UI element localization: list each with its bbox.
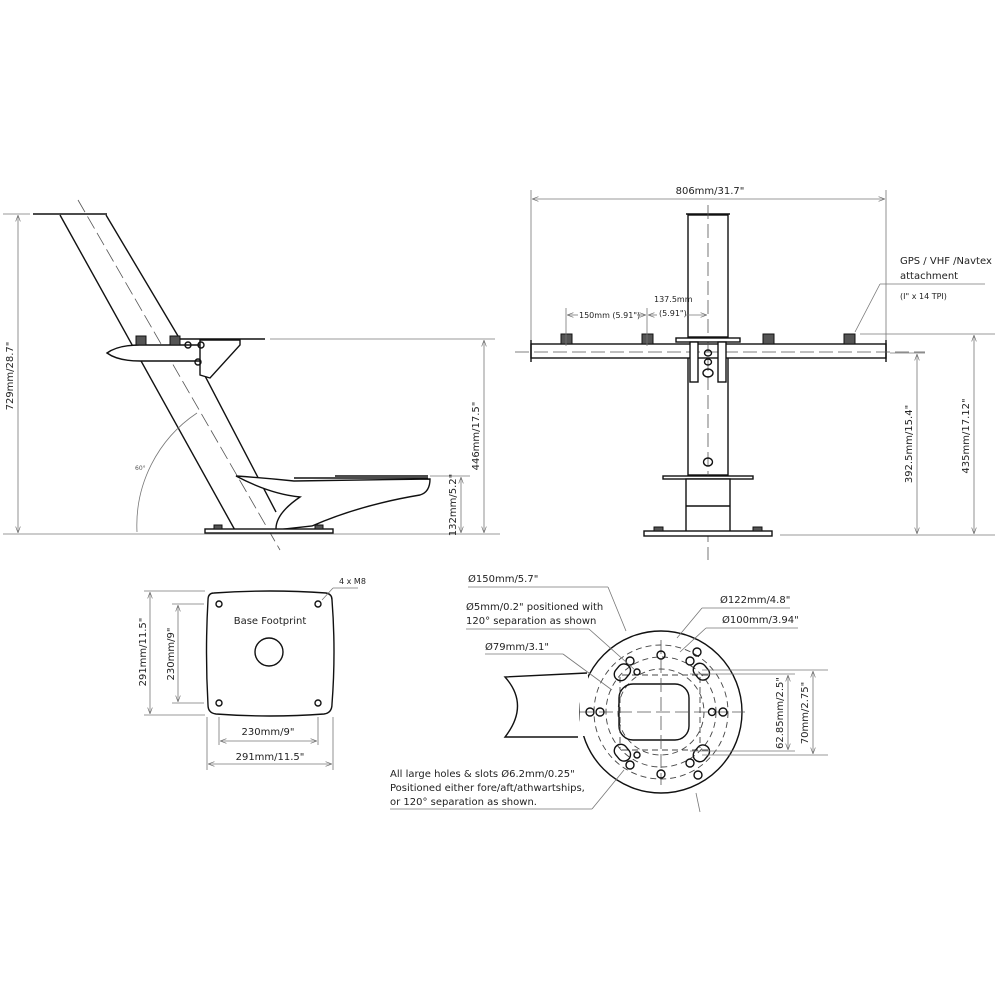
mount-plate: Ø150mm/5.7" Ø5mm/0.2" positioned with 12…	[390, 573, 828, 813]
side-height-total-label: 729mm/28.7"	[5, 342, 16, 411]
front-view: 806mm/31.7" 150mm (5.91"	[515, 186, 995, 560]
base-inner-height-label: 230mm/9"	[166, 628, 177, 681]
hole-5-line1: Ø5mm/0.2" positioned with	[466, 601, 603, 613]
slot-spacing-1-label: 62.85mm/2.5"	[775, 677, 786, 749]
front-width-label: 806mm/31.7"	[676, 186, 745, 197]
hole-5-line2: 120° separation as shown	[466, 616, 596, 627]
attachment-title-line2: attachment	[900, 271, 958, 282]
front-spacing-inner-mm-label: 137.5mm	[654, 295, 693, 304]
dia-122-label: Ø122mm/4.8"	[720, 594, 790, 606]
angle-label: 60°	[135, 465, 146, 472]
dia-79-label: Ø79mm/3.1"	[485, 641, 549, 653]
dia-150-label: Ø150mm/5.7"	[468, 573, 538, 585]
front-spacing-inner-in-label: (5.91")	[659, 309, 687, 318]
large-holes-line3: or 120° separation as shown.	[390, 797, 537, 808]
front-height-top-label: 435mm/17.12"	[961, 398, 972, 473]
base-inner-width-label: 230mm/9"	[242, 727, 295, 738]
large-holes-line1: All large holes & slots Ø6.2mm/0.25"	[390, 768, 575, 780]
slot-spacing-2-label: 70mm/2.75"	[800, 682, 811, 744]
attachment-thread-label: (I" x 14 TPI)	[900, 292, 947, 301]
front-spacing-outer-label: 150mm (5.91")	[579, 311, 640, 320]
side-height-base-label: 132mm/5.2"	[448, 474, 459, 536]
base-outer-height-label: 291mm/11.5"	[138, 618, 149, 687]
side-view: 729mm/28.7" 446mm/17.5"	[3, 199, 500, 551]
base-footprint: Base Footprint 4 x M8 291mm/11.5" 230mm/…	[138, 577, 366, 770]
side-height-crossbar-label: 446mm/17.5"	[471, 402, 482, 471]
bolts-label: 4 x M8	[339, 577, 366, 586]
base-footprint-title: Base Footprint	[234, 616, 307, 627]
large-holes-line2: Positioned either fore/aft/athwartships,	[390, 783, 585, 794]
attachment-title-line1: GPS / VHF /Navtex	[900, 256, 992, 267]
base-outer-width-label: 291mm/11.5"	[236, 752, 305, 763]
dia-100-label: Ø100mm/3.94"	[722, 614, 799, 626]
front-height-bar-label: 392.5mm/15.4"	[904, 405, 915, 483]
